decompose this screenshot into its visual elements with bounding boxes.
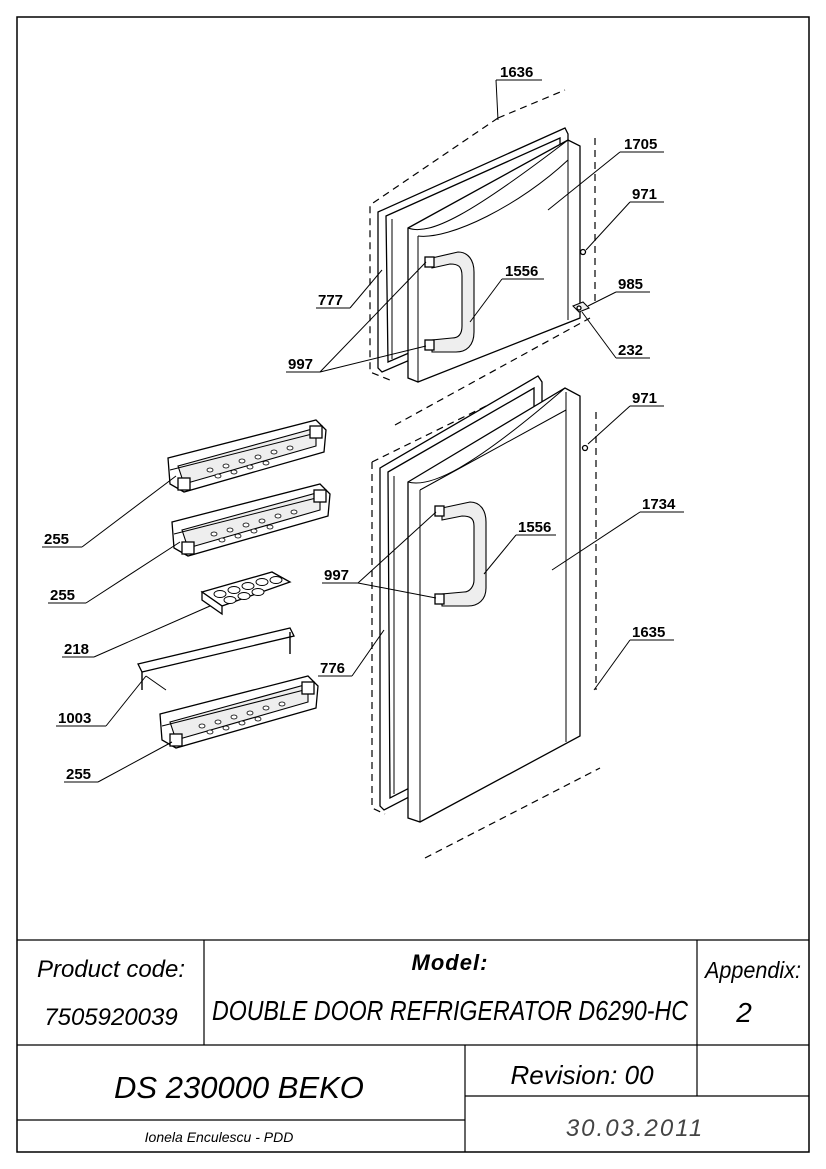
appendix-number: 2 (735, 997, 752, 1028)
label-1635: 1635 (632, 624, 665, 641)
upper-door-assembly (369, 89, 596, 426)
product-code-label: Product code: (37, 956, 185, 983)
door-shelf-top (167, 419, 327, 493)
product-code: 7505920039 (44, 1004, 177, 1031)
door-shelves (137, 419, 331, 749)
upper-door-dashed-outline (369, 117, 499, 381)
label-985: 985 (618, 276, 643, 293)
appendix-label: Appendix: (703, 957, 801, 983)
label-255-bottom: 255 (66, 766, 91, 783)
lower-door-face-line (419, 409, 567, 491)
label-997-lower: 997 (324, 567, 349, 584)
revision: Revision: 00 (510, 1060, 654, 1090)
lower-screw-971 (581, 444, 589, 452)
model-name: DOUBLE DOOR REFRIGERATOR D6290-HC (212, 995, 689, 1026)
label-1636: 1636 (500, 64, 533, 81)
label-1705: 1705 (624, 136, 657, 153)
egg-tray (200, 571, 292, 616)
hinge-pin-232 (576, 305, 582, 311)
label-218: 218 (64, 641, 89, 658)
part-labels: 1636 1705 971 777 1556 985 997 232 971 2… (44, 64, 676, 783)
sheet-border (16, 16, 810, 1153)
label-1734: 1734 (642, 496, 676, 513)
label-1556-upper: 1556 (505, 263, 538, 280)
door-shelf-middle (171, 483, 331, 557)
label-232: 232 (618, 342, 643, 359)
leader-lines (42, 79, 684, 783)
label-997-upper: 997 (288, 356, 313, 373)
upper-handle-screw-bottom (424, 339, 435, 351)
lower-door-assembly (371, 375, 601, 859)
upper-dash-top (497, 89, 566, 119)
bottle-retainer (137, 627, 295, 691)
label-1556-lower: 1556 (518, 519, 551, 536)
upper-screw-971 (579, 248, 587, 256)
upper-dash-bottom (394, 317, 591, 426)
upper-handle-screw-top (424, 256, 435, 268)
label-255-middle: 255 (50, 587, 75, 604)
label-971-lower: 971 (632, 390, 657, 407)
document-id: DS 230000 BEKO (114, 1070, 364, 1105)
lower-dash-bottom (424, 767, 601, 859)
lower-handle-screw-bottom (434, 593, 445, 605)
lower-handle-screw-top (434, 505, 445, 517)
model-label: Model: (412, 950, 489, 975)
label-1003: 1003 (58, 710, 91, 727)
title-block (17, 939, 809, 1152)
upper-door-face-line (417, 159, 569, 237)
label-255-top: 255 (44, 531, 69, 548)
door-shelf-bottom (159, 675, 319, 749)
label-776: 776 (320, 660, 345, 677)
upper-door-top-edge (407, 139, 569, 231)
label-777: 777 (318, 292, 343, 309)
label-971-upper: 971 (632, 186, 657, 203)
lower-dash-top (371, 381, 536, 463)
author: Ionela Enculescu - PDD (145, 1129, 294, 1145)
revision-date: 30.03.2011 (566, 1115, 704, 1142)
